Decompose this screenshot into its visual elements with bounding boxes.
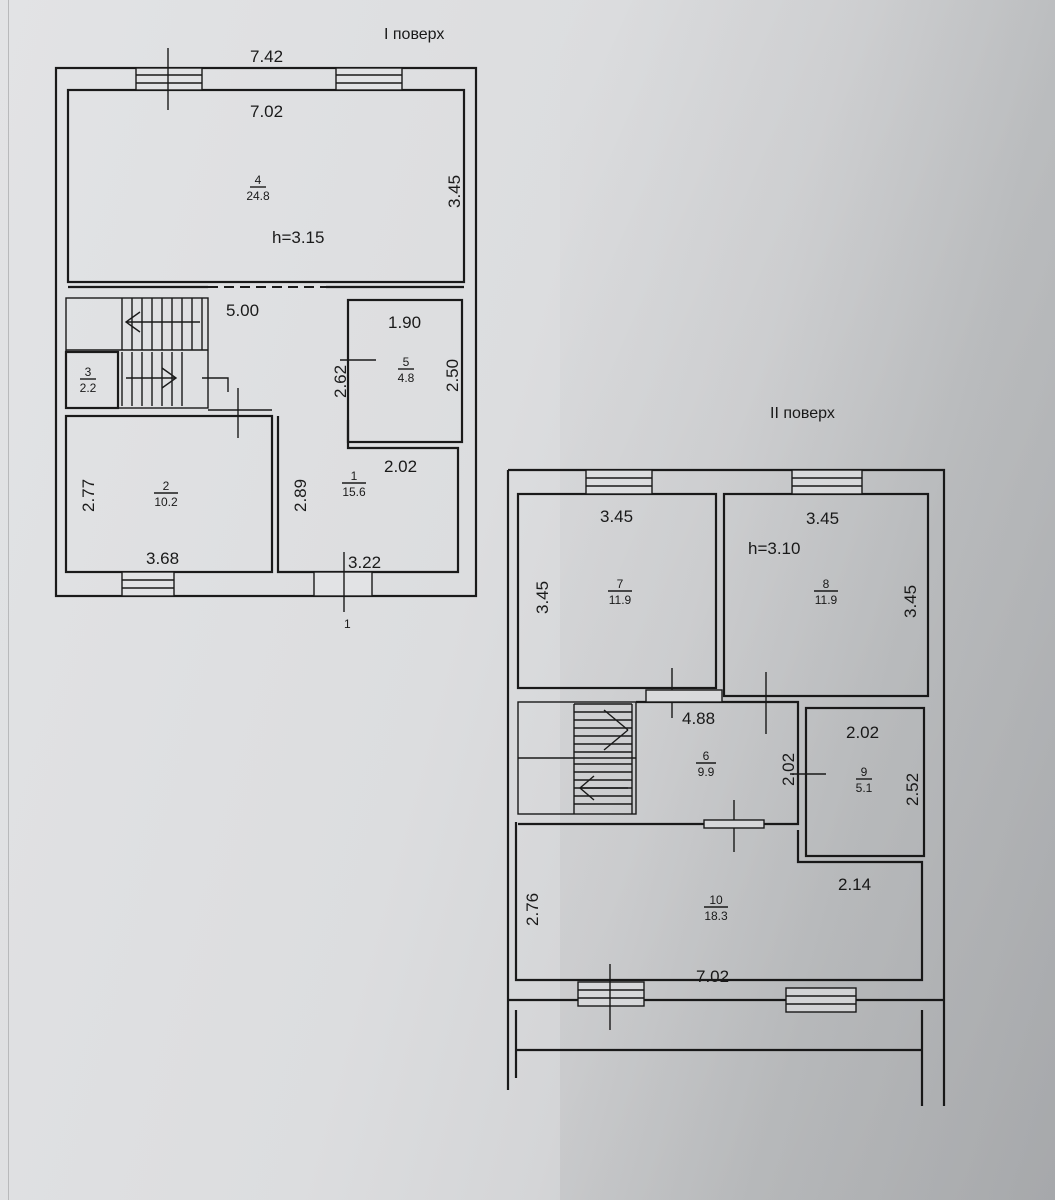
room-2-number: 2 — [163, 479, 170, 493]
room-5-number: 5 — [403, 355, 410, 369]
room-9-number: 9 — [861, 765, 868, 779]
dim-room7-width: 3.45 — [600, 507, 633, 526]
room-6-number: 6 — [703, 749, 710, 763]
dim-hall2-width: 4.88 — [682, 709, 715, 728]
window — [577, 981, 645, 1007]
floor-1-title: I поверх — [384, 26, 444, 43]
stairs-lower-steps — [121, 352, 183, 406]
stairs-arrow-2a — [603, 709, 629, 751]
stairs-upper-steps-2 — [574, 703, 632, 753]
stairs-rail — [202, 377, 229, 392]
dim-room5-width: 1.90 — [388, 313, 421, 332]
room-6-area: 9.9 — [698, 765, 715, 779]
stairs-down-arrow — [126, 367, 178, 389]
dim-room5-depth: 2.50 — [443, 359, 462, 392]
dim-room10-bottom: 7.02 — [696, 967, 729, 986]
window — [135, 67, 203, 91]
room-10-area: 18.3 — [704, 909, 728, 923]
window-glass — [792, 477, 862, 487]
room-4-area: 24.8 — [246, 189, 270, 203]
stairs-lower-steps-2 — [574, 763, 632, 805]
dim-room9-depth: 2.52 — [903, 773, 922, 806]
window — [121, 571, 175, 597]
window-glass — [578, 989, 644, 999]
room-1-area: 15.6 — [342, 485, 366, 499]
window — [335, 67, 403, 91]
window-glass — [122, 579, 174, 589]
dim-room1-width: 2.02 — [384, 457, 417, 476]
dim-room5-door-offset: 2.62 — [331, 365, 350, 398]
window-glass — [136, 74, 202, 84]
dim-room10-depth: 2.76 — [523, 893, 542, 926]
dim-room1-bottom: 3.22 — [348, 553, 381, 572]
sheet-margin-line — [8, 0, 9, 1200]
stairs-upper-steps — [121, 298, 203, 350]
window — [785, 987, 857, 1013]
room-8-area: 11.9 — [815, 593, 838, 607]
dim-room4-width: 7.02 — [250, 102, 283, 121]
entrance-door — [313, 571, 373, 597]
room-10-walls — [514, 822, 924, 982]
balcony-walls — [508, 998, 944, 1106]
dim-room2-width: 3.68 — [146, 549, 179, 568]
floor-1-plan — [54, 48, 478, 612]
room-4-number: 4 — [255, 173, 262, 187]
dim-outer-top: 7.42 — [250, 47, 283, 66]
room-7-area: 11.9 — [609, 593, 632, 607]
stairs-up-arrow — [124, 311, 200, 333]
dim-hall-width: 5.00 — [226, 301, 259, 320]
floor-1-outer-wall — [54, 66, 478, 598]
room-7-number: 7 — [617, 577, 624, 591]
dim-hall2-depth: 2.02 — [779, 753, 798, 786]
stairs-arrow-2b — [578, 775, 628, 801]
room-3-walls — [64, 350, 120, 410]
floor-2-outer-wall — [506, 468, 946, 1106]
dim-room2-depth: 2.77 — [79, 479, 98, 512]
hall-6-walls — [518, 700, 800, 826]
floor-1-height: h=3.15 — [272, 228, 324, 247]
room-5-area: 4.8 — [398, 371, 415, 385]
window-glass — [786, 995, 856, 1005]
room-1-number: 1 — [351, 469, 358, 483]
window-glass — [336, 74, 402, 84]
stairs-sides-2 — [573, 704, 633, 814]
dim-room10-width: 2.14 — [838, 875, 871, 894]
room-9-walls — [804, 706, 926, 858]
dim-room1-depth: 2.89 — [291, 479, 310, 512]
door — [645, 689, 723, 703]
window — [585, 469, 653, 495]
entrance-label: 1 — [344, 617, 351, 631]
dim-room8-depth: 3.45 — [901, 585, 920, 618]
dim-room9-width: 2.02 — [846, 723, 879, 742]
window — [791, 469, 863, 495]
room-4-walls — [66, 88, 466, 284]
room-10-number: 10 — [709, 893, 723, 907]
door — [703, 819, 765, 829]
window-glass — [586, 477, 652, 487]
room-3-area: 2.2 — [80, 381, 97, 395]
room-5-walls — [346, 298, 464, 444]
floor-2-plan — [506, 468, 946, 1106]
room-8-number: 8 — [823, 577, 830, 591]
room-1-walls — [276, 416, 460, 574]
dim-room4-depth: 3.45 — [445, 175, 464, 208]
dim-room7-depth: 3.45 — [533, 581, 552, 614]
room-9-area: 5.1 — [856, 781, 873, 795]
room-2-area: 10.2 — [154, 495, 178, 509]
dim-room8-width: 3.45 — [806, 509, 839, 528]
floor-2-title: II поверх — [770, 405, 835, 422]
floor-2-height: h=3.10 — [748, 539, 800, 558]
room-3-number: 3 — [85, 365, 92, 379]
